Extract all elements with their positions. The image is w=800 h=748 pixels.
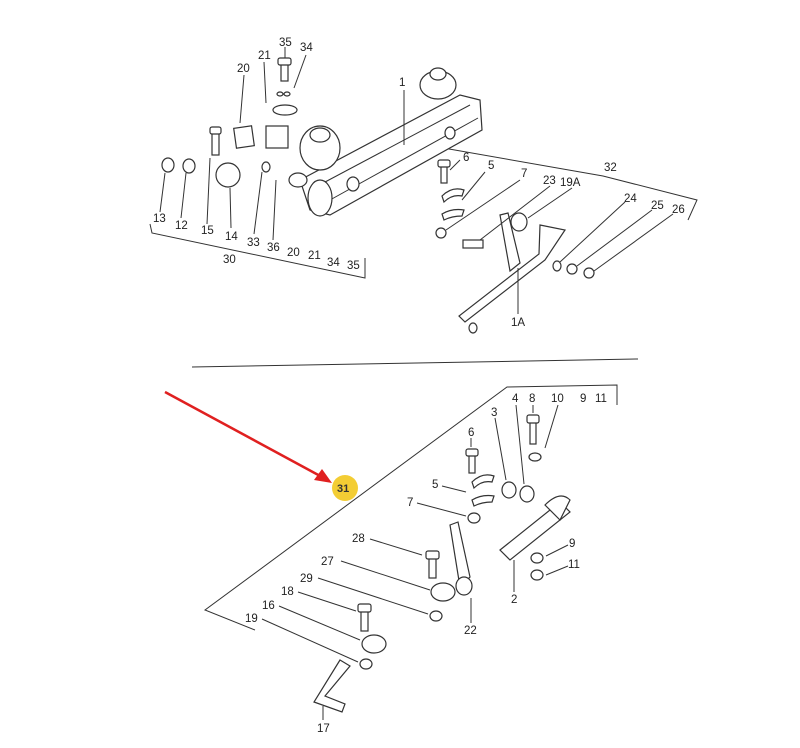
callout-32: 32 [604, 162, 617, 174]
callout-34: 34 [300, 42, 313, 54]
callout-36: 36 [267, 242, 280, 254]
callout-21b: 21 [308, 250, 321, 262]
group-bracket-30 [149, 223, 366, 279]
callout-9: 9 [580, 393, 586, 405]
callout-30: 30 [223, 254, 236, 266]
callout-29: 29 [300, 573, 313, 585]
callout-13: 13 [153, 213, 166, 225]
callout-21: 21 [258, 50, 271, 62]
bottom-leader-lines [261, 404, 569, 720]
callout-25: 25 [651, 200, 664, 212]
callout-1: 1 [399, 77, 405, 89]
section-divider [191, 358, 639, 368]
callout-1a: 1A [511, 317, 525, 329]
callout-23: 23 [543, 175, 556, 187]
callout-12: 12 [175, 220, 188, 232]
callout-11: 11 [595, 393, 607, 405]
callout-18: 18 [281, 586, 294, 598]
callout-35: 35 [279, 37, 292, 49]
callout-33: 33 [247, 237, 260, 249]
callout-19a: 19A [560, 177, 581, 189]
top-leader-lines [159, 47, 674, 314]
callout-14: 14 [225, 231, 238, 243]
callout-35b: 35 [347, 260, 360, 272]
callout-16: 16 [262, 600, 275, 612]
bottom-labels: 4 8 10 9 11 3 6 5 7 28 9 11 27 29 18 16 … [245, 393, 607, 735]
group-bracket-32 [431, 145, 698, 221]
callout-24: 24 [624, 193, 637, 205]
callout-6: 6 [463, 152, 469, 164]
callout-9b: 9 [569, 538, 575, 550]
callout-26: 26 [672, 204, 685, 216]
callout-3: 3 [491, 407, 497, 419]
callout-34b: 34 [327, 257, 340, 269]
callout-15: 15 [201, 225, 214, 237]
callout-22: 22 [464, 625, 477, 637]
callout-5: 5 [488, 160, 494, 172]
callout-28: 28 [352, 533, 365, 545]
callout-20: 20 [237, 63, 250, 75]
fuel-rail [288, 67, 483, 217]
callout-10: 10 [551, 393, 564, 405]
top-small-parts [161, 57, 595, 334]
callout-19: 19 [245, 613, 258, 625]
group-bracket-31 [203, 384, 618, 631]
callout-6b: 6 [468, 427, 474, 439]
callout-4: 4 [512, 393, 519, 405]
callout-27: 27 [321, 556, 334, 568]
highlight-arrow [164, 390, 332, 483]
callout-2: 2 [511, 594, 517, 606]
callout-7b: 7 [407, 497, 413, 509]
top-labels: 35 34 21 20 1 6 5 7 23 19A 32 24 25 26 1… [153, 37, 685, 329]
highlight-badge-31[interactable]: 31 [332, 475, 358, 501]
callout-11b: 11 [568, 559, 580, 571]
callout-31: 31 [337, 483, 349, 495]
bottom-small-parts [313, 414, 571, 713]
callout-5b: 5 [432, 479, 438, 491]
callout-17: 17 [317, 723, 330, 735]
callout-7: 7 [521, 168, 527, 180]
callout-8: 8 [529, 393, 535, 405]
callout-20b: 20 [287, 247, 300, 259]
